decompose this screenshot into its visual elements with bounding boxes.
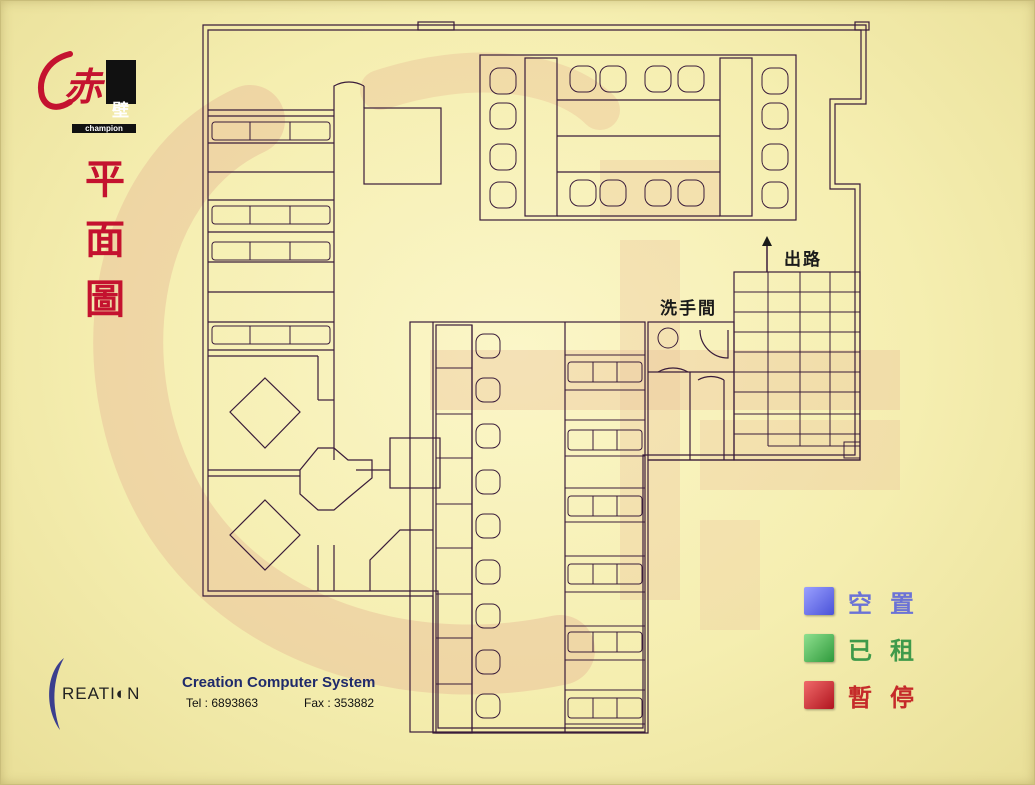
creation-logo-text: REATI◐N	[62, 684, 141, 703]
creation-logo-mark	[49, 658, 64, 730]
legend-label-vacant: 空置	[848, 588, 932, 618]
legend-swatch-rented	[804, 634, 834, 662]
champion-logo	[38, 51, 136, 110]
company-fax: Fax : 353882	[304, 696, 375, 710]
washroom-label: 洗手間	[660, 299, 717, 319]
legend-swatch-suspended	[804, 681, 834, 709]
company-name: Creation Computer System	[182, 674, 376, 691]
brand-logo-en: champion	[72, 124, 136, 133]
legend-rented[interactable]: 已租	[804, 633, 932, 665]
exit-label: 出路	[784, 250, 822, 270]
legend-swatch-vacant	[804, 587, 834, 615]
page-title-char-2: 面	[85, 216, 125, 263]
outer-wall	[202, 24, 867, 734]
legend-label-suspended: 暫停	[848, 682, 932, 712]
brand-logo-char: 赤	[64, 64, 103, 109]
legend-label-rented: 已租	[848, 635, 932, 665]
legend-vacant[interactable]: 空置	[804, 586, 932, 618]
page-title-char-3: 圖	[85, 276, 125, 323]
brand-logo-sub: 壁	[112, 101, 129, 121]
page-title-char-1: 平	[85, 156, 125, 203]
company-tel: Tel : 6893863	[186, 696, 259, 710]
legend-suspended[interactable]: 暫停	[804, 680, 932, 712]
